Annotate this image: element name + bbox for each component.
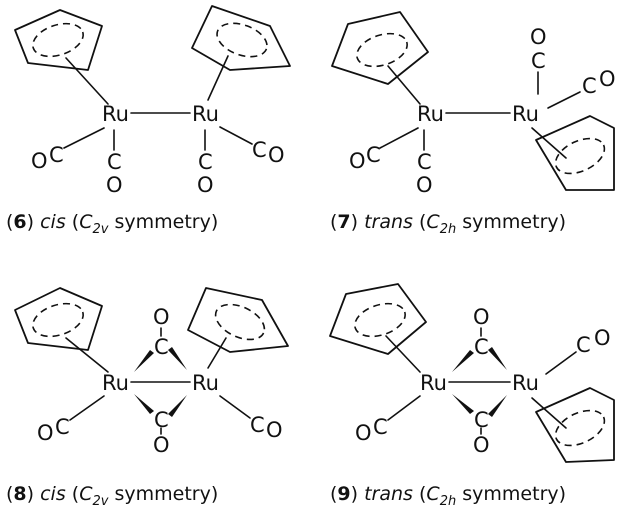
ru-atom-left: Ru [102, 371, 129, 395]
co-bond-left [69, 395, 105, 421]
ru-atom-left: Ru [102, 102, 129, 126]
cp-ru-bond-bottom [531, 127, 567, 159]
ru-atom-left: Ru [420, 371, 447, 395]
cp-ring-top [331, 11, 429, 85]
ru-atom-left: Ru [417, 102, 444, 126]
co-bond-4 [547, 91, 581, 109]
bridge-wedge-top-right [488, 347, 507, 370]
co-oxygen-3: O [197, 173, 214, 197]
bridge-wedge-bottom-left [452, 394, 474, 414]
structure-7: Ru Ru C O C O C O C O (7) trans (C2h sym… [330, 11, 616, 237]
co-bond-right [219, 395, 251, 419]
cp-ring-bottom [535, 387, 615, 463]
cp-aromatic-right [214, 303, 266, 341]
co-oxygen-1: O [349, 149, 366, 173]
co-carbon-1: C [49, 143, 64, 167]
bridge-co-carbon-bottom: C [474, 408, 489, 432]
co-carbon-right: C [576, 333, 591, 357]
structure-6: Ru Ru C O C O C O C O (6) cis (C2v symme… [6, 5, 291, 237]
co-carbon-3: C [531, 49, 546, 73]
bridge-co-oxygen-bottom: O [153, 433, 170, 457]
bridge-wedge-top-left [452, 350, 474, 372]
bridge-wedge-top-left [134, 350, 154, 372]
bridge-co-carbon-bottom: C [154, 408, 169, 432]
co-oxygen-1: O [31, 149, 48, 173]
bridge-co-oxygen-top: O [153, 305, 170, 329]
cp-ring-left [14, 287, 103, 351]
cp-aromatic-right [216, 22, 268, 58]
cp-ring-left [14, 9, 103, 71]
cp-ru-bond-left [65, 337, 109, 373]
bridge-co-oxygen-bottom: O [473, 433, 490, 457]
cp-ring-right [191, 5, 291, 71]
co-carbon-2: C [107, 150, 122, 174]
co-carbon-3: C [198, 150, 213, 174]
caption-9: (9) trans (C2h symmetry) [330, 483, 566, 509]
cp-aromatic-bottom [554, 409, 606, 447]
cp-aromatic-top [354, 302, 406, 338]
co-carbon-left: C [373, 415, 388, 439]
co-oxygen-4: O [599, 67, 616, 91]
structure-9: Ru Ru O C C O C O C O (9) trans (C2h sym… [329, 283, 615, 509]
co-carbon-2: C [417, 150, 432, 174]
cp-ru-bond-right [207, 55, 229, 101]
co-carbon-right: C [250, 413, 265, 437]
bridge-wedge-bottom-left [134, 394, 154, 414]
co-bond-left [387, 395, 421, 421]
bridge-co-carbon-top: C [154, 335, 169, 359]
co-oxygen-left: O [355, 421, 372, 445]
co-oxygen-right: O [266, 418, 283, 442]
cp-ru-bond-top [387, 65, 421, 105]
caption-6: (6) cis (C2v symmetry) [6, 211, 218, 237]
cp-aromatic-left [32, 22, 84, 58]
ru-atom-right: Ru [512, 102, 539, 126]
co-bond-1 [63, 127, 105, 149]
co-oxygen-2: O [106, 173, 123, 197]
cp-ring-top [329, 283, 427, 355]
cp-aromatic-bottom [554, 137, 606, 175]
ru-atom-right: Ru [192, 102, 219, 126]
cp-aromatic-left [32, 302, 84, 338]
ru-atom-right: Ru [192, 371, 219, 395]
co-carbon-4: C [252, 138, 267, 162]
co-oxygen-3: O [530, 25, 547, 49]
co-oxygen-4: O [268, 143, 285, 167]
co-oxygen-left: O [37, 421, 54, 445]
bridge-co-oxygen-top: O [473, 305, 490, 329]
bridge-wedge-bottom-right [168, 395, 187, 417]
bridge-wedge-bottom-right [488, 395, 507, 417]
ru-atom-right: Ru [512, 371, 539, 395]
cp-ru-bond-bottom [531, 397, 567, 429]
cp-ring-bottom [535, 115, 615, 191]
bridge-co-carbon-top: C [474, 335, 489, 359]
structure-8: Ru Ru O C C O C O C O (8) cis (C2v symme… [6, 287, 289, 509]
caption-8: (8) cis (C2v symmetry) [6, 483, 218, 509]
cp-ru-bond-right [207, 337, 227, 369]
cp-ru-bond-top [385, 335, 421, 373]
co-bond-4 [219, 126, 253, 145]
co-oxygen-2: O [416, 173, 433, 197]
co-bond-1 [379, 127, 419, 149]
co-bond-right [545, 351, 577, 375]
cp-ring-right [187, 287, 289, 353]
caption-7: (7) trans (C2h symmetry) [330, 211, 566, 237]
cp-ru-bond-left [65, 57, 109, 105]
bridge-wedge-top-right [168, 347, 187, 370]
co-carbon-4: C [582, 74, 597, 98]
co-carbon-1: C [366, 143, 381, 167]
co-oxygen-right: O [594, 326, 611, 350]
co-carbon-left: C [55, 415, 70, 439]
cp-aromatic-top [356, 32, 408, 68]
